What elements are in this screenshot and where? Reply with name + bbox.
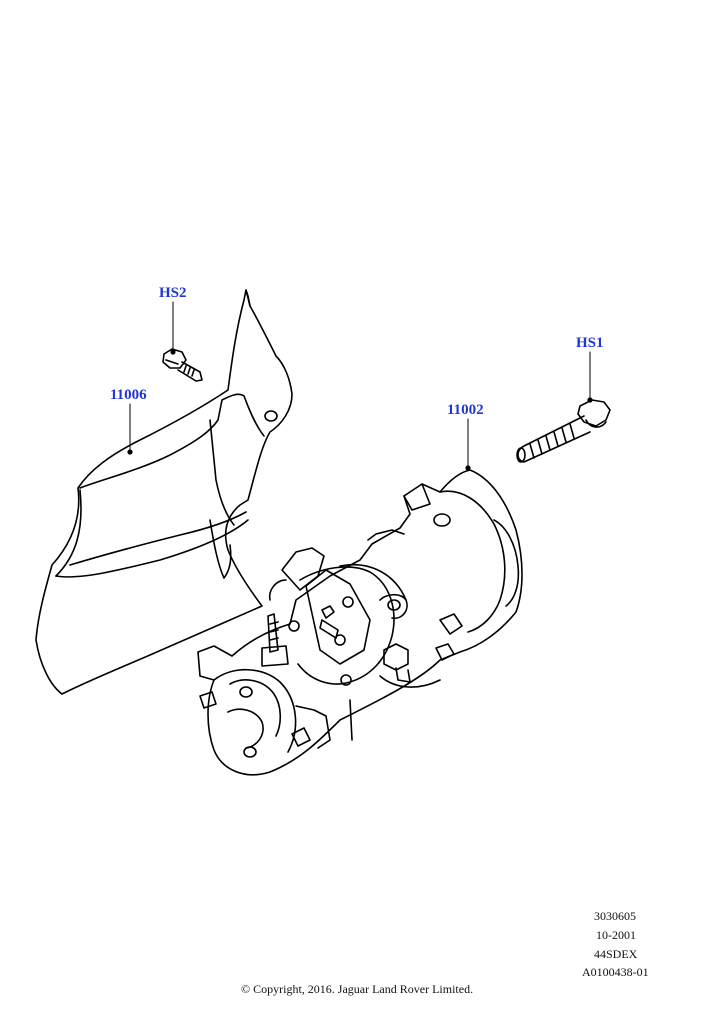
callout-11006[interactable]: 11006 <box>110 387 147 403</box>
leader-lines <box>127 301 593 471</box>
reference-line-1: 3030605 <box>594 909 636 923</box>
callout-11002[interactable]: 11002 <box>447 402 484 418</box>
copyright-notice: © Copyright, 2016. Jaguar Land Rover Lim… <box>241 982 474 996</box>
heat-shield-drawing <box>35 289 293 695</box>
starter-motor-drawing <box>197 469 523 776</box>
reference-line-2: 10-2001 <box>596 928 636 942</box>
reference-line-3: 44SDEX <box>594 947 638 961</box>
reference-line-4: A0100438-01 <box>582 965 649 979</box>
bolt-hs2-drawing <box>162 348 203 382</box>
bolt-hs1-drawing <box>516 399 611 463</box>
callout-hs2[interactable]: HS2 <box>159 285 187 301</box>
callout-hs1[interactable]: HS1 <box>576 335 604 351</box>
